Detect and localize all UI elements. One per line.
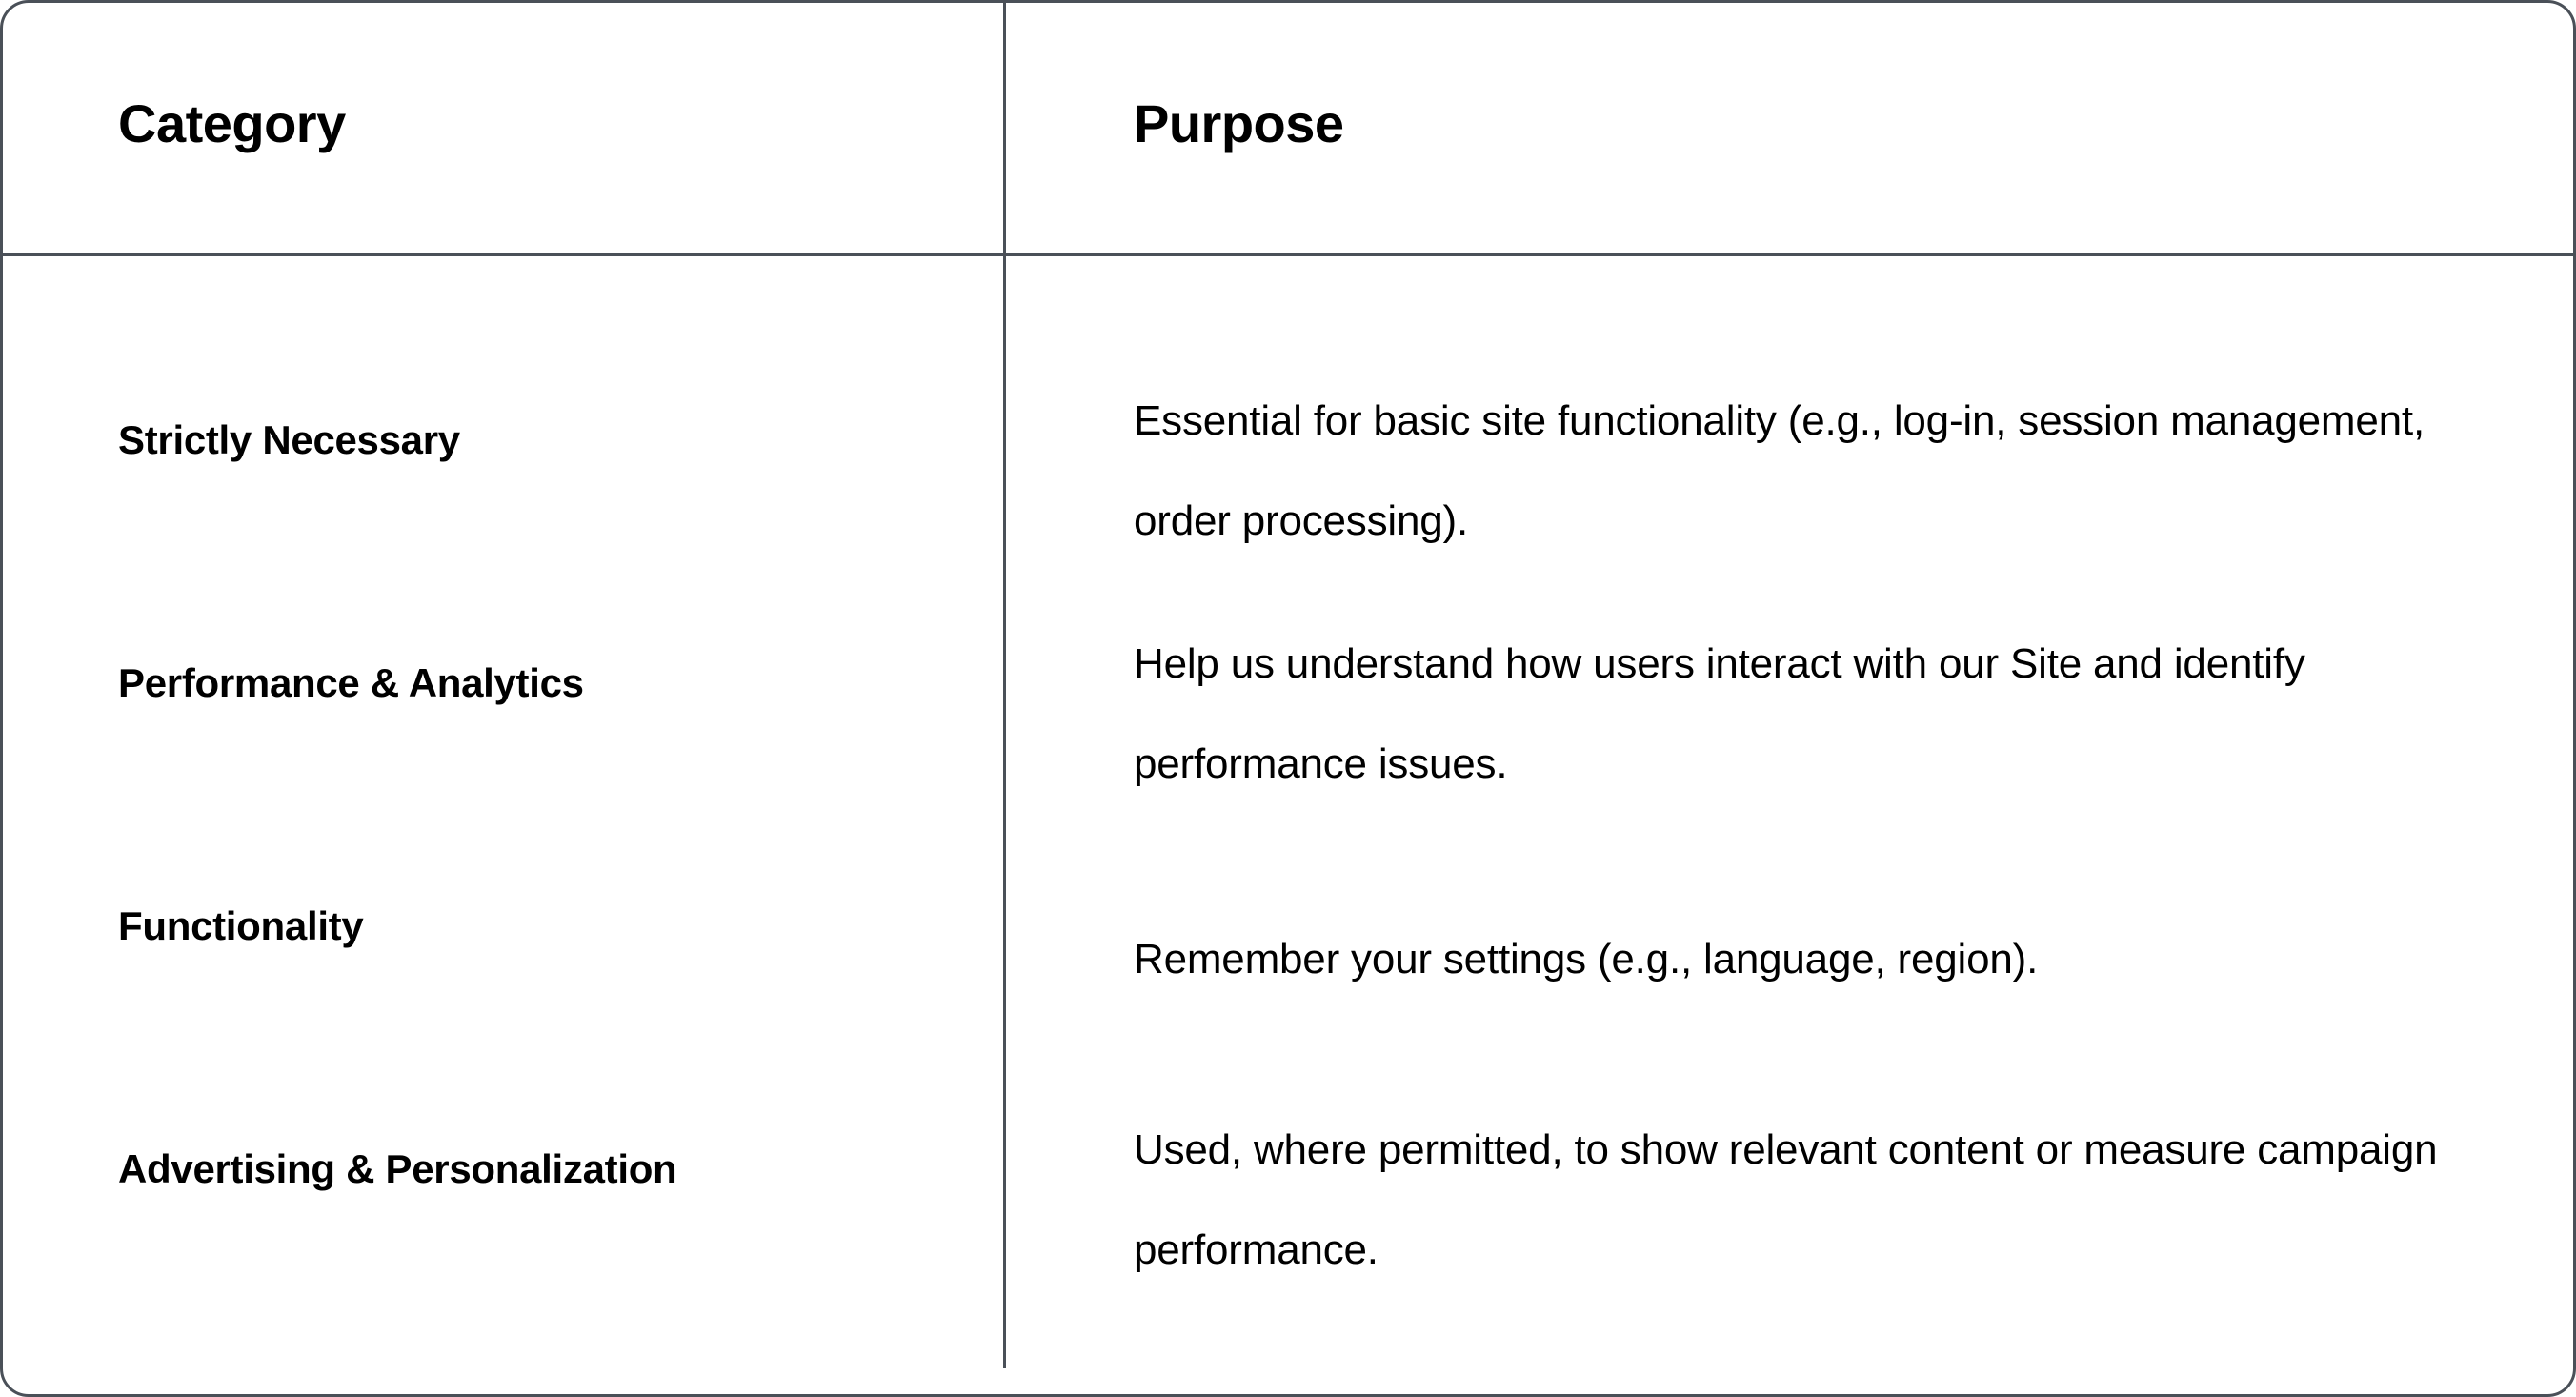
cell-purpose: Help us understand how users interact wi… bbox=[1134, 640, 2305, 787]
cell-purpose: Used, where permitted, to show relevant … bbox=[1134, 1126, 2438, 1273]
header-separator-rule bbox=[0, 253, 2576, 256]
cell-category: Functionality bbox=[118, 903, 364, 948]
cell-category: Strictly Necessary bbox=[118, 417, 460, 462]
table-row: Performance & Analytics Help us understa… bbox=[0, 499, 2576, 787]
column-header-category: Category bbox=[118, 93, 346, 153]
table-body: Strictly Necessary Essential for basic s… bbox=[0, 256, 2576, 1273]
column-divider-rule bbox=[1003, 0, 1006, 1368]
cell-category: Performance & Analytics bbox=[118, 660, 584, 705]
table-row: Functionality Remember your settings (e.… bbox=[0, 742, 2576, 985]
cell-category: Advertising & Personalization bbox=[118, 1146, 677, 1191]
table-row: Advertising & Personalization Used, wher… bbox=[0, 985, 2576, 1273]
cell-purpose: Essential for basic site functionality (… bbox=[1134, 397, 2425, 544]
column-header-purpose: Purpose bbox=[1134, 93, 1344, 153]
table-header-row: Category Purpose bbox=[0, 0, 2576, 253]
cell-purpose: Remember your settings (e.g., language, … bbox=[1134, 936, 2039, 982]
table-row: Strictly Necessary Essential for basic s… bbox=[0, 256, 2576, 544]
